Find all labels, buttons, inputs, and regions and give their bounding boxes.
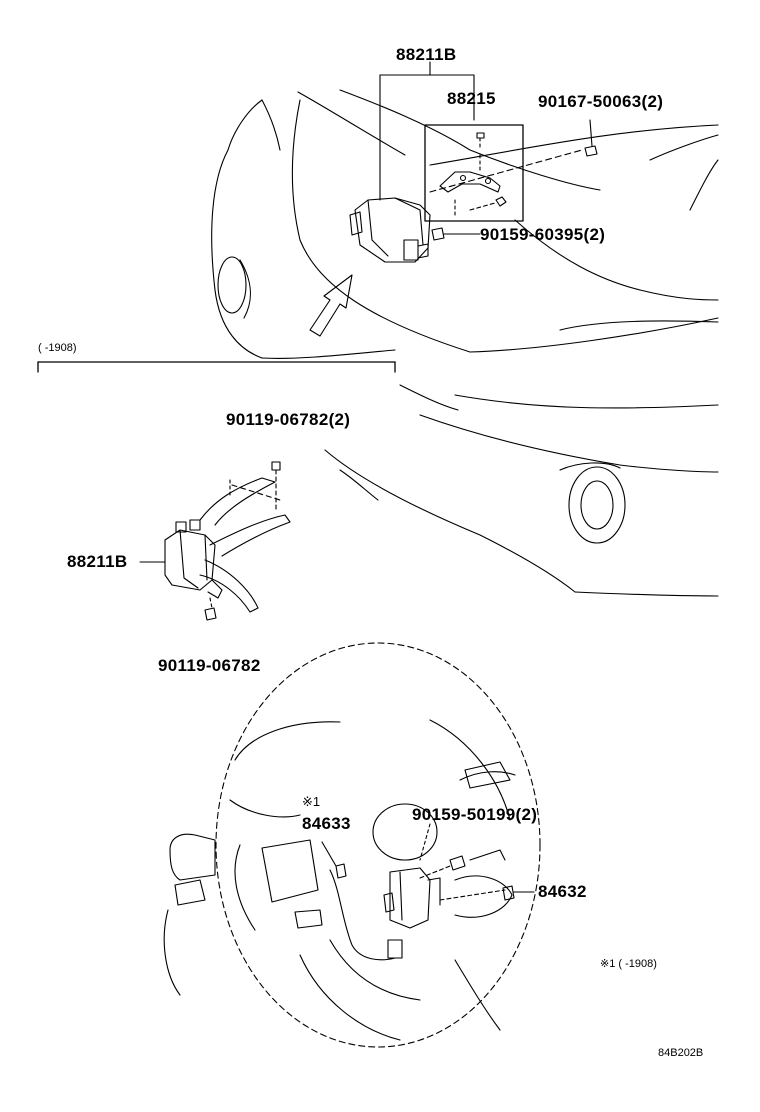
steering-wheel-outline [215, 642, 541, 1048]
part-label-88215: 88215 [447, 89, 496, 108]
part-label-88211b-middle: 88211B [67, 552, 128, 571]
diagram-id: 84B202B [658, 1047, 704, 1059]
part-label-84632: 84632 [538, 882, 587, 901]
vehicle-front-lower-outline [324, 384, 719, 597]
steering-wheel-detail [163, 719, 535, 1041]
range-bracket-line [37, 361, 396, 373]
range-bracket-label: ( -1908) [38, 342, 77, 354]
part-label-84633: 84633 [302, 814, 351, 833]
part-label-90159-60395: 90159-60395(2) [480, 225, 606, 244]
part-label-90159-50199: 90159-50199(2) [412, 805, 538, 824]
sensor-assembly-top [349, 61, 598, 263]
sensor-assembly-middle [139, 461, 291, 621]
footnote-label: ※1 ( -1908) [600, 958, 657, 970]
part-label-90119-06782-top: 90119-06782(2) [226, 410, 351, 429]
note-mark: ※1 [302, 794, 321, 809]
front-view-arrow [309, 274, 353, 337]
part-label-88211b-top: 88211B [396, 45, 457, 64]
vehicle-front-outline [211, 89, 719, 359]
part-label-90119-06782-bottom: 90119-06782 [158, 656, 261, 675]
part-label-90167-50063: 90167-50063(2) [538, 92, 664, 111]
